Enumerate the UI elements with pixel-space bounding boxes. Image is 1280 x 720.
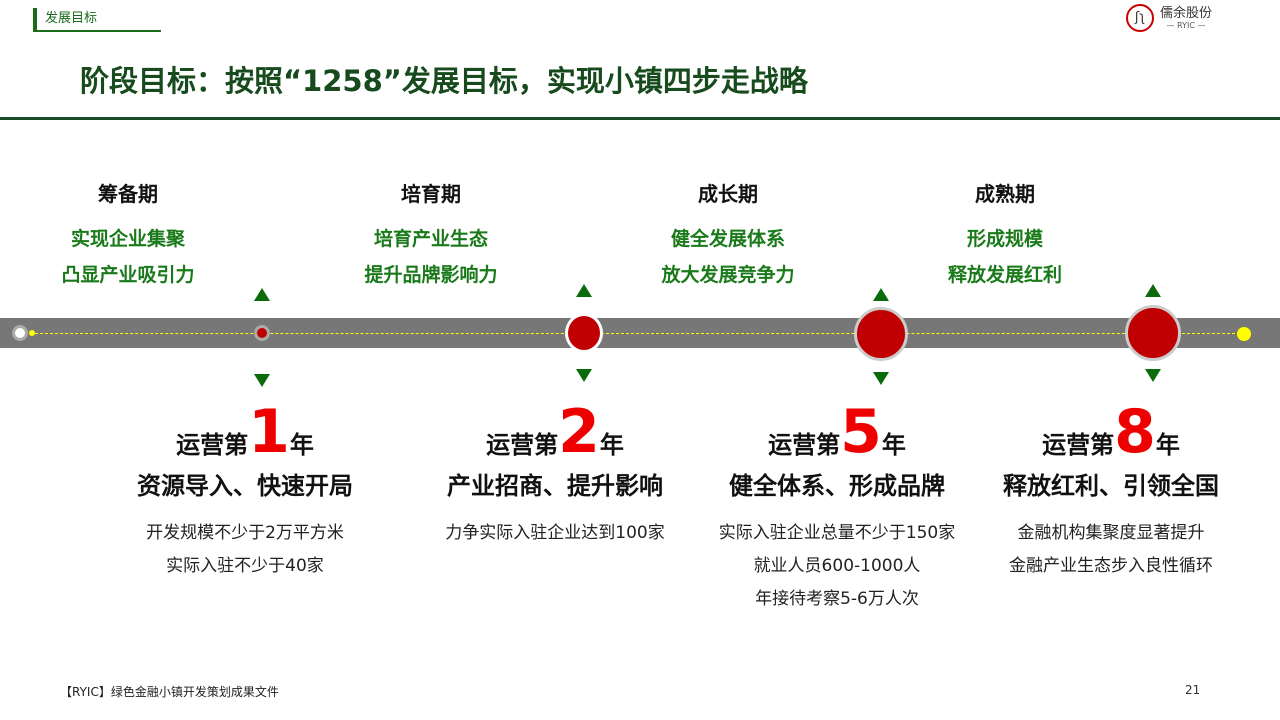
footer-text: 【RYIC】绿色金融小镇开发策划成果文件 xyxy=(60,685,279,699)
arrow-down-icon xyxy=(576,369,592,382)
phase-3: 成长期健全发展体系放大发展竞争力 xyxy=(598,178,858,296)
phase-title: 筹备期 xyxy=(98,182,158,206)
timeline-start xyxy=(12,325,28,341)
goal-year-number: 2 xyxy=(558,397,600,467)
goal-suffix: 年 xyxy=(599,431,624,459)
timeline-dashline xyxy=(30,333,1240,334)
page-title: 阶段目标：按照“1258”发展目标，实现小镇四步走战略 xyxy=(80,64,808,98)
goal-prefix: 运营第 xyxy=(1042,431,1115,459)
phase-line: 形成规模 xyxy=(966,228,1043,250)
goal-subtitle: 资源导入、快速开局 xyxy=(137,472,353,500)
milestone-8 xyxy=(1125,305,1181,361)
phase-1: 筹备期实现企业集聚凸显产业吸引力 xyxy=(0,178,258,296)
logo-icon: ʃʅ xyxy=(1126,4,1154,32)
milestone-2 xyxy=(565,313,603,353)
goal-desc: 开发规模不少于2万平方米 xyxy=(146,523,344,543)
phase-line: 释放发展红利 xyxy=(947,264,1062,286)
phase-title: 培育期 xyxy=(401,182,461,206)
timeline-end xyxy=(1237,327,1251,341)
timeline-start-marker xyxy=(29,330,35,336)
arrow-up-icon xyxy=(873,288,889,301)
goal-desc: 金融产业生态步入良性循环 xyxy=(1009,556,1213,576)
goal-suffix: 年 xyxy=(881,431,906,459)
arrow-up-icon xyxy=(1145,284,1161,297)
logo-sub: — RYIC — xyxy=(1166,21,1206,30)
goal-desc: 年接待考察5-6万人次 xyxy=(755,589,919,609)
goal-year-number: 5 xyxy=(840,397,882,467)
milestone-5 xyxy=(854,307,908,361)
phase-title: 成熟期 xyxy=(975,182,1035,206)
phase-line: 培育产业生态 xyxy=(373,228,488,250)
arrow-down-icon xyxy=(254,374,270,387)
goal-desc: 金融机构集聚度显著提升 xyxy=(1017,523,1205,543)
goal-year-number: 1 xyxy=(248,397,290,467)
phase-line: 凸显产业吸引力 xyxy=(61,264,195,286)
phase-line: 放大发展竞争力 xyxy=(661,264,795,286)
goal-subtitle: 健全体系、形成品牌 xyxy=(729,472,945,500)
arrow-up-icon xyxy=(576,284,592,297)
phase-title: 成长期 xyxy=(698,182,758,206)
goal-desc: 就业人员600-1000人 xyxy=(753,556,921,576)
logo-name: 儒余股份 xyxy=(1160,6,1213,21)
goal-subtitle: 产业招商、提升影响 xyxy=(447,472,663,500)
goal-suffix: 年 xyxy=(1155,431,1180,459)
goal-suffix: 年 xyxy=(289,431,314,459)
goal-prefix: 运营第 xyxy=(176,431,249,459)
arrow-down-icon xyxy=(873,372,889,385)
goal-year-number: 8 xyxy=(1114,397,1156,467)
goal-desc: 实际入驻不少于40家 xyxy=(166,556,324,576)
phase-2: 培育期培育产业生态提升品牌影响力 xyxy=(301,178,561,296)
phase-line: 健全发展体系 xyxy=(670,228,785,250)
section-label: 发展目标 xyxy=(33,8,161,32)
title-divider xyxy=(0,117,1280,120)
phase-4: 成熟期形成规模释放发展红利 xyxy=(875,178,1135,296)
arrow-down-icon xyxy=(1145,369,1161,382)
company-logo: ʃʅ 儒余股份— RYIC — xyxy=(1126,4,1212,32)
arrow-up-icon xyxy=(254,288,270,301)
goal-desc: 力争实际入驻企业达到100家 xyxy=(445,523,665,543)
goal-prefix: 运营第 xyxy=(768,431,841,459)
phase-line: 提升品牌影响力 xyxy=(364,264,498,286)
page-number: 21 xyxy=(1185,683,1201,697)
phase-line: 实现企业集聚 xyxy=(70,228,185,250)
goal-prefix: 运营第 xyxy=(486,431,559,459)
goal-desc: 实际入驻企业总量不少于150家 xyxy=(718,523,956,543)
milestone-1 xyxy=(254,325,270,341)
goal-subtitle: 释放红利、引领全国 xyxy=(1003,472,1219,500)
